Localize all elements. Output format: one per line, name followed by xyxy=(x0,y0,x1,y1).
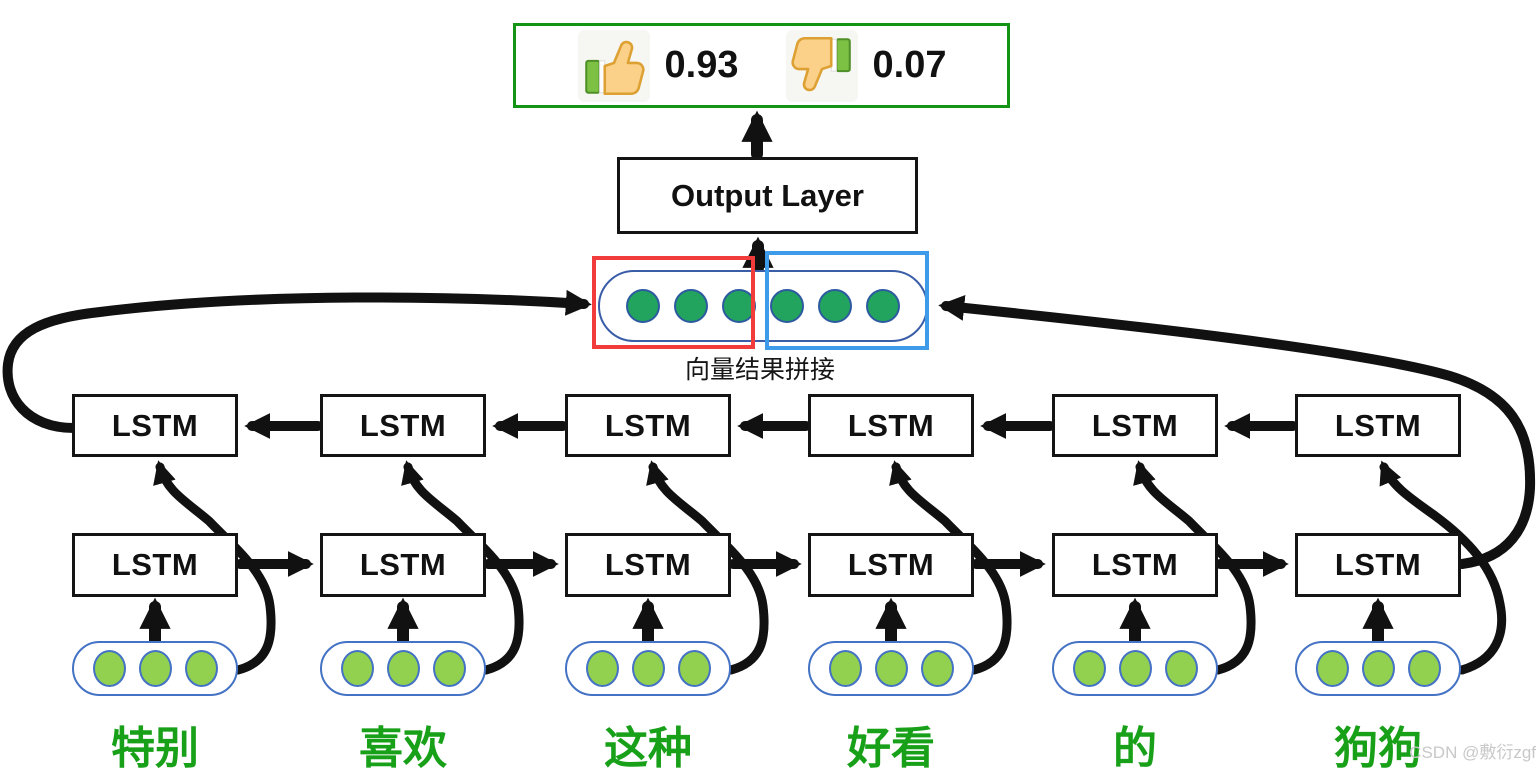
embedding-vector-5 xyxy=(1052,641,1218,696)
backward-lstm-1: LSTM xyxy=(72,394,238,457)
embedding-unit xyxy=(1361,650,1395,687)
embedding-unit xyxy=(1072,650,1106,687)
embedding-unit xyxy=(585,650,619,687)
token-word-2: 喜欢 xyxy=(359,724,447,773)
forward-output-curve xyxy=(938,294,1536,569)
concat-label: 向量结果拼接 xyxy=(684,356,835,384)
forward-half-outline xyxy=(765,251,929,350)
forward-lstm-5: LSTM xyxy=(1052,533,1218,597)
embedding-unit xyxy=(920,650,954,687)
backward-lstm-4: LSTM xyxy=(808,394,974,457)
backward-lstm-6: LSTM xyxy=(1295,394,1461,457)
embedding-unit xyxy=(631,650,665,687)
embed-to-backward-curve-5 xyxy=(1133,460,1256,675)
embedding-vector-2 xyxy=(320,641,486,696)
embedding-vector-1 xyxy=(72,641,238,696)
backward-lstm-3: LSTM xyxy=(565,394,731,457)
embedding-unit xyxy=(828,650,862,687)
concat-unit xyxy=(626,289,660,323)
positive-probability: 0.93 xyxy=(664,44,739,86)
embedding-vector-6 xyxy=(1295,641,1461,696)
embedding-unit xyxy=(1118,650,1152,687)
concat-unit xyxy=(866,289,900,323)
concat-unit xyxy=(722,289,756,323)
thumbs-up-icon xyxy=(577,29,650,102)
concat-unit xyxy=(818,289,852,323)
negative-probability: 0.07 xyxy=(872,44,947,86)
backward-lstm-5: LSTM xyxy=(1052,394,1218,457)
backward-half-outline xyxy=(592,256,755,349)
embedding-unit xyxy=(1315,650,1349,687)
embedding-unit xyxy=(138,650,172,687)
embed-to-backward-curve-3 xyxy=(646,460,769,675)
embedding-unit xyxy=(677,650,711,687)
concat-unit xyxy=(770,289,804,323)
embedding-vector-4 xyxy=(808,641,974,696)
token-word-6: 狗狗 xyxy=(1334,724,1422,773)
embedding-unit xyxy=(92,650,126,687)
backward-output-curve xyxy=(2,289,592,433)
forward-lstm-6: LSTM xyxy=(1295,533,1461,597)
thumbs-down-icon xyxy=(785,29,858,102)
forward-lstm-1: LSTM xyxy=(72,533,238,597)
result-box: 0.93 0.07 xyxy=(513,23,1010,108)
embed-to-backward-curve-4 xyxy=(889,460,1012,675)
forward-lstm-2: LSTM xyxy=(320,533,486,597)
embedding-unit xyxy=(1407,650,1441,687)
watermark: CSDN @敷衍zgf xyxy=(1409,743,1536,762)
token-word-1: 特别 xyxy=(111,724,199,773)
concat-vector xyxy=(598,270,928,342)
embedding-unit xyxy=(184,650,218,687)
token-word-3: 这种 xyxy=(604,724,692,773)
embedding-unit xyxy=(340,650,374,687)
embedding-unit xyxy=(874,650,908,687)
embedding-unit xyxy=(432,650,466,687)
concat-unit xyxy=(674,289,708,323)
embedding-vector-3 xyxy=(565,641,731,696)
token-word-5: 的 xyxy=(1113,724,1157,773)
forward-lstm-4: LSTM xyxy=(808,533,974,597)
output-layer-box: Output Layer xyxy=(617,157,918,234)
embed-to-backward-curve-2 xyxy=(401,460,524,675)
backward-lstm-2: LSTM xyxy=(320,394,486,457)
token-word-4: 好看 xyxy=(847,724,935,773)
embedding-unit xyxy=(1164,650,1198,687)
forward-lstm-3: LSTM xyxy=(565,533,731,597)
embedding-unit xyxy=(386,650,420,687)
embed-to-backward-curve-1 xyxy=(153,460,276,675)
